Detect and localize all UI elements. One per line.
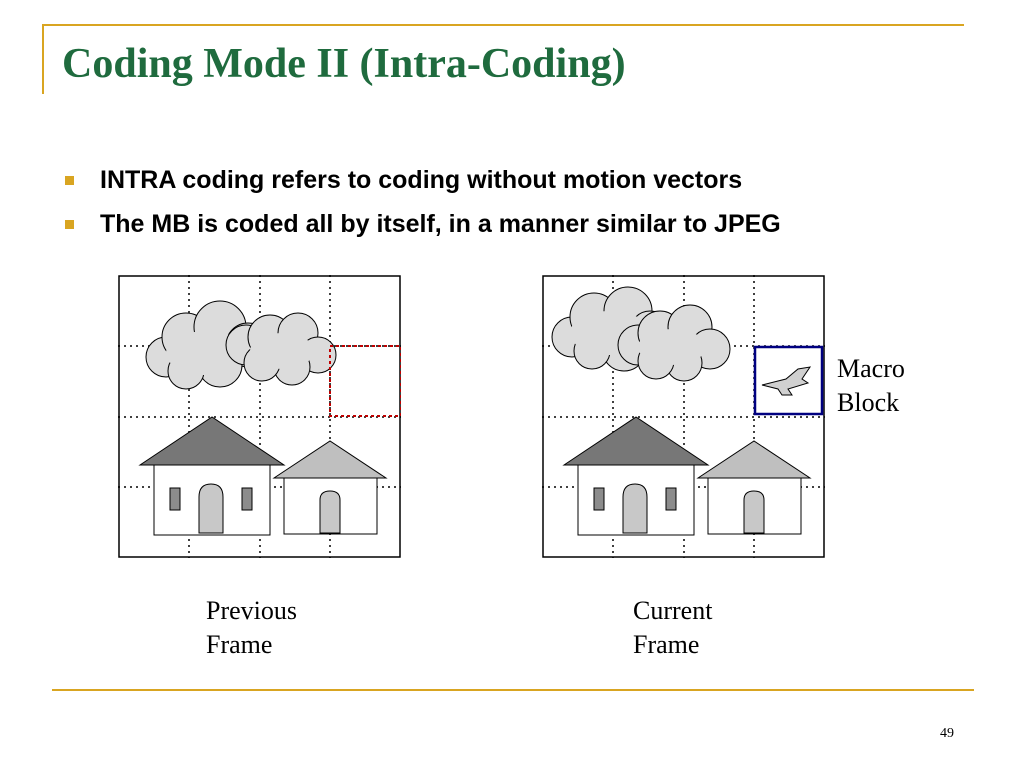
airplane-icon — [761, 366, 812, 396]
bullet-square-icon — [65, 176, 74, 185]
previous-frame-caption-line2: Frame — [206, 630, 273, 659]
window-icon — [169, 487, 181, 511]
window-icon — [665, 487, 677, 511]
house-small — [272, 440, 388, 535]
bullet-item: The MB is coded all by itself, in a mann… — [60, 204, 781, 248]
previous-frame-caption-line1: Previous — [206, 596, 297, 625]
bullet-text: The MB is coded all by itself, in a mann… — [100, 210, 781, 238]
bullet-item: INTRA coding refers to coding without mo… — [60, 160, 781, 204]
bullet-square-icon — [65, 220, 74, 229]
bottom-accent-rule — [52, 689, 974, 691]
previous-frame-figure — [118, 275, 401, 558]
current-frame-figure — [542, 275, 825, 558]
previous-block-outline — [329, 345, 401, 417]
door-icon — [319, 490, 341, 534]
house-small — [696, 440, 812, 535]
page-number: 49 — [940, 726, 954, 741]
current-frame-caption: Current Frame — [633, 594, 712, 662]
door-icon — [198, 483, 224, 534]
door-icon — [743, 490, 765, 534]
slide-title: Coding Mode II (Intra-Coding) — [62, 41, 626, 87]
bullet-text: INTRA coding refers to coding without mo… — [100, 166, 743, 194]
window-icon — [241, 487, 253, 511]
top-accent-rule — [42, 24, 964, 26]
macro-block-label-line2: Block — [837, 388, 900, 417]
previous-frame-caption: Previous Frame — [206, 594, 297, 662]
house-large — [138, 416, 286, 536]
bullet-list: INTRA coding refers to coding without mo… — [60, 160, 781, 248]
current-frame-caption-line2: Frame — [633, 630, 700, 659]
left-accent-rule — [42, 24, 44, 94]
window-icon — [593, 487, 605, 511]
macro-block-label-line1: Macro — [837, 354, 905, 383]
current-frame-caption-line1: Current — [633, 596, 713, 625]
cloud-right — [225, 312, 337, 386]
macro-block-label: Macro Block — [837, 352, 905, 420]
door-icon — [622, 483, 648, 534]
macro-block-outline — [753, 345, 824, 416]
house-large — [562, 416, 710, 536]
cloud-right — [617, 304, 731, 382]
